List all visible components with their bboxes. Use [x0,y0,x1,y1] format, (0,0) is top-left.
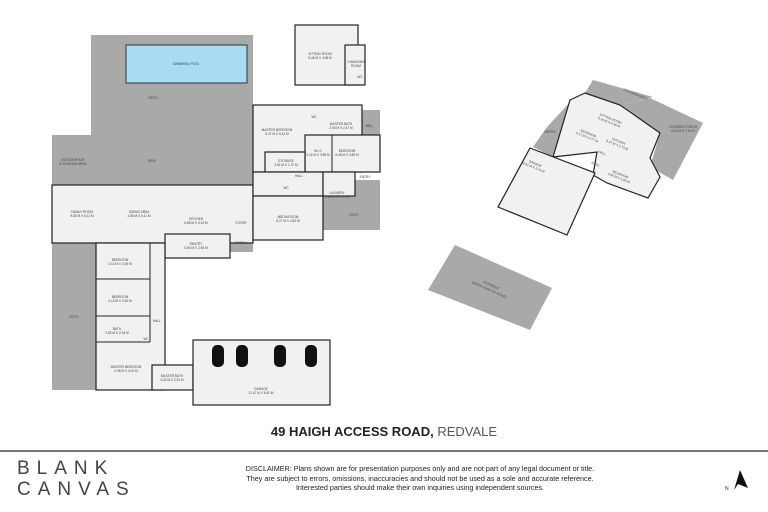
property-address: 49 HAIGH ACCESS ROAD, REDVALE [0,424,768,439]
label-patio-right: PATIO [349,213,359,217]
svg-text:ROOM: ROOM [351,64,361,68]
label-family-room: FAMILY ROOM [71,210,93,214]
label-bedroom: BEDROOM [339,149,356,153]
svg-text:3.61 M X 1.70 M: 3.61 M X 1.70 M [274,163,298,167]
dwelling-2 [552,92,661,199]
svg-text:4.08 M X 4.01 M: 4.08 M X 4.01 M [114,369,138,373]
logo-line-1: BLANK [17,458,115,479]
changing-room [344,44,366,86]
label-bedroom: BEDROOM [580,128,597,138]
svg-text:5.47 M X 5.42 M: 5.47 M X 5.42 M [265,132,289,136]
label-bedroom: BEDROOM [112,258,129,262]
address-street: 49 HAIGH ACCESS ROAD, [270,424,434,439]
label-dining-area: DINING AREA [129,210,150,214]
label-kitchen: KITCHEN [189,217,204,221]
media-room [252,195,324,241]
label-changing-room: CHANGING [347,60,365,64]
svg-text:2.84 M X 2.57 M: 2.84 M X 2.57 M [325,195,349,199]
label-entry: ENTRY [545,130,557,134]
covered-porch [620,98,703,180]
label-foyer: FOYER [236,221,248,225]
svg-text:6.27 M X 4.62 M: 6.27 M X 4.62 M [276,219,300,223]
north-label: N [725,486,729,492]
floor-plan: SWIMMING POOL PATIO DECK OUTDOOR BAR & C… [51,24,703,406]
label-bbq: BBQ [366,124,373,128]
svg-text:11.47 M X 6.52 M: 11.47 M X 6.52 M [249,391,274,395]
svg-text:3.42 M X 3.58 M: 3.42 M X 3.58 M [306,153,330,157]
label-media-room: MEDIA ROOM [278,215,299,219]
label-pool: SWIMMING POOL [173,62,200,66]
laundry [322,171,356,197]
svg-text:5.46 M X 4.08 M: 5.46 M X 4.08 M [308,56,332,60]
disclaimer-line: They are subject to errors, omissions, i… [246,473,594,483]
label-pantry: PANTRY [190,242,204,246]
label-kitchen: KITCHEN [611,137,626,146]
label-porch: PORCH [235,241,247,245]
label-wc: WC [311,115,317,119]
disclaimer-line: Interested parties should make their own… [295,483,545,492]
label-wc: WC [357,75,363,79]
svg-text:4.13 M X 3.92 M: 4.13 M X 3.92 M [108,299,132,303]
label-deck: DECK [148,159,158,163]
label-outdoor-bar: OUTDOOR BAR [61,158,85,162]
car-icon [212,345,224,367]
label-master-bedroom: MASTER BEDROOM [262,128,293,132]
car-icons [212,345,317,367]
label-patio-top: PATIO [148,96,158,100]
label-hall: HALL [295,174,303,178]
address-suburb: REDVALE [437,424,498,439]
label-hall: HALL [598,150,607,157]
label-wc: WC [283,186,289,190]
patio-left [52,243,96,390]
label-bedroom: BEDROOM [112,295,129,299]
pantry [164,233,231,259]
swimming-pool [125,44,248,84]
label-hall: HALL [153,319,161,323]
label-wc: WC [143,337,149,341]
label-covered-porch: COVERED PORCH [669,125,698,129]
label-patio-left: PATIO [69,315,79,319]
bbq-area [362,110,380,135]
label-master-bath: MASTER BATH [161,374,184,378]
logo-line-2: CANVAS [17,479,136,500]
car-icon [274,345,286,367]
label-sitting-room: SITTING ROOM [308,52,332,56]
label-master-bedroom: MASTER BEDROOM [111,365,142,369]
petanque [428,245,552,330]
svg-text:5.80 M X 2.50 M: 5.80 M X 2.50 M [184,246,208,250]
label-bedroom: BEDROOM [612,169,629,179]
label-garage: GARAGE [528,159,542,168]
blank-canvas-logo: BLANK CANVAS [17,458,136,500]
svg-text:4.13 M X 3.05 M: 4.13 M X 3.05 M [108,262,132,266]
disclaimer: DISCLAIMER: Plans shown are for presenta… [180,464,660,493]
label-petanque: PETANQUE [483,280,500,291]
car-icon [305,345,317,367]
svg-text:2.93 M X 2.47 M: 2.93 M X 2.47 M [329,126,353,130]
svg-text:6.60 M X 7.24 M: 6.60 M X 7.24 M [671,129,695,133]
garage-2 [497,147,596,236]
svg-text:5.48 M X 3.80 M: 5.48 M X 3.80 M [335,153,359,157]
label-storage: STORAGE [278,159,294,163]
svg-text:2.82 M X 2.04 M: 2.82 M X 2.04 M [105,331,129,335]
label-bath: BATH [113,327,122,331]
svg-text:9.80 M X 6.11 M: 9.80 M X 6.11 M [70,214,93,218]
svg-text:4.85 M X 6.11 M: 4.85 M X 6.11 M [127,214,150,218]
bedroom-wing [304,134,381,173]
label-entry: ENTRY [360,175,372,179]
hall-entry [252,171,324,197]
label-wic: W.I.C [314,149,322,153]
svg-text:3.40 M X 2.51 M: 3.40 M X 2.51 M [160,378,184,382]
svg-text:6.86 M X 5.24 M: 6.86 M X 5.24 M [184,221,208,225]
room-labels: SWIMMING POOL PATIO DECK OUTDOOR BAR & C… [59,52,698,395]
label-master-bath: MASTER BATH [330,122,353,126]
divider [0,450,768,452]
svg-text:& COOKING AREA: & COOKING AREA [59,162,87,166]
car-icon [236,345,248,367]
disclaimer-line: DISCLAIMER: Plans shown are for presenta… [245,464,595,473]
label-laundry: LAUNDRY [329,191,345,195]
label-garage: GARAGE [254,387,268,391]
entry-2 [533,100,572,157]
north-arrow-icon: N [725,470,748,492]
label-bath: BATH [591,161,601,168]
